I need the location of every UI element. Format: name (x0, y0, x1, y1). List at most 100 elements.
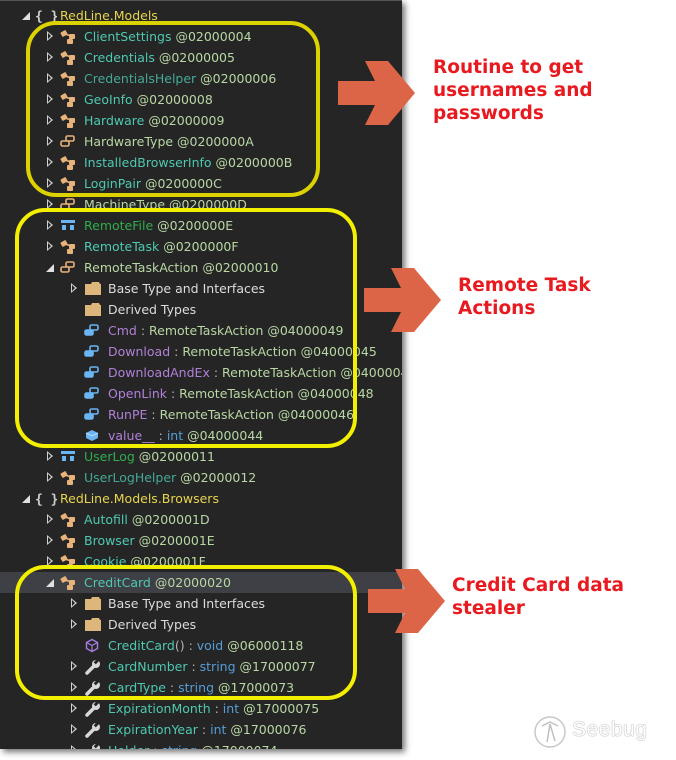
tree-node[interactable]: HardwareType @0200000A (0, 131, 402, 152)
expand-arrow-icon[interactable] (68, 278, 80, 299)
collapse-arrow-icon[interactable] (44, 257, 56, 278)
collapse-arrow-icon[interactable] (44, 572, 56, 593)
svg-text:{ }: { } (35, 10, 57, 24)
tree-node[interactable]: CredentialsHelper @02000006 (0, 68, 402, 89)
annotation-remote-task-text: Remote Task Actions (458, 274, 591, 320)
tree-node[interactable]: DownloadAndEx : RemoteTaskAction @040000… (0, 362, 402, 383)
struct-icon (60, 218, 76, 233)
expand-arrow-icon[interactable] (68, 740, 80, 749)
tree-node[interactable]: Credentials @02000005 (0, 47, 402, 68)
tree-node[interactable]: ExpirationYear : int @17000076 (0, 719, 402, 740)
expand-arrow-icon[interactable] (44, 194, 56, 215)
class-icon (60, 470, 76, 485)
tree-node[interactable]: UserLog @02000011 (0, 446, 402, 467)
tree-node[interactable]: CreditCard() : void @06000118 (0, 635, 402, 656)
enum-member-icon (84, 323, 100, 338)
expand-arrow-icon[interactable] (44, 236, 56, 257)
tree-node[interactable]: UserLogHelper @02000012 (0, 467, 402, 488)
expand-arrow-icon[interactable] (44, 47, 56, 68)
node-name: OpenLink (108, 386, 167, 401)
tree-node[interactable]: ExpirationMonth : int @17000075 (0, 698, 402, 719)
expand-arrow-icon[interactable] (68, 698, 80, 719)
tree-node[interactable]: Cookie @0200001F (0, 551, 402, 572)
expand-arrow-icon[interactable] (44, 110, 56, 131)
tree-node[interactable]: { }RedLine.Models (0, 5, 402, 26)
tree-node-label: LoginPair @0200000C (84, 173, 222, 194)
expand-arrow-icon[interactable] (44, 530, 56, 551)
tree-node[interactable]: Holder : string @17000074 (0, 740, 402, 749)
property-icon (84, 679, 100, 696)
node-name: InstalledBrowserInfo (84, 155, 212, 170)
arrow-icon (338, 61, 415, 125)
expand-arrow-icon[interactable] (68, 614, 80, 635)
enum-icon (60, 260, 76, 275)
tree-node-label: InstalledBrowserInfo @0200000B (84, 152, 292, 173)
expand-arrow-icon[interactable] (44, 173, 56, 194)
tree-node[interactable]: OpenLink : RemoteTaskAction @04000048 (0, 383, 402, 404)
collapse-arrow-icon[interactable] (20, 488, 32, 509)
tree-node[interactable]: Derived Types (0, 614, 402, 635)
enum-member-icon (84, 344, 100, 359)
node-name: MachineType (84, 197, 166, 212)
expand-arrow-icon[interactable] (44, 89, 56, 110)
tree-node[interactable]: GeoInfo @02000008 (0, 89, 402, 110)
tree-node[interactable]: Download : RemoteTaskAction @04000045 (0, 341, 402, 362)
expand-arrow-icon[interactable] (44, 68, 56, 89)
tree-node[interactable]: CardType : string @17000073 (0, 677, 402, 698)
tree-node-label: Holder : string @17000074 (108, 740, 277, 749)
node-name: Autofill (84, 512, 128, 527)
node-name: Base Type and Interfaces (108, 596, 266, 611)
tree-node[interactable]: Base Type and Interfaces (0, 593, 402, 614)
collapse-arrow-icon[interactable] (20, 5, 32, 26)
node-name: CardType (108, 680, 166, 695)
tree-node[interactable]: Autofill @0200001D (0, 509, 402, 530)
expand-arrow-icon[interactable] (44, 131, 56, 152)
expand-arrow-icon[interactable] (44, 551, 56, 572)
tree-node[interactable]: RemoteTaskAction @02000010 (0, 257, 402, 278)
tree-node-label: Browser @0200001E (84, 530, 215, 551)
tree-node[interactable]: MachineType @0200000D (0, 194, 402, 215)
tree-node[interactable]: value__ : int @04000044 (0, 425, 402, 446)
tree-node[interactable]: RemoteTask @0200000F (0, 236, 402, 257)
expand-arrow-icon[interactable] (44, 26, 56, 47)
class-icon (60, 92, 76, 107)
node-detail: @17000077 (235, 659, 316, 674)
tree-node[interactable]: { }RedLine.Models.Browsers (0, 488, 402, 509)
expand-arrow-icon[interactable] (68, 656, 80, 677)
node-detail: @04000045 (296, 344, 377, 359)
tree-node[interactable]: Derived Types (0, 299, 402, 320)
folder-icon (84, 281, 101, 296)
expand-arrow-icon[interactable] (68, 719, 80, 740)
expand-arrow-icon[interactable] (44, 446, 56, 467)
expand-arrow-icon[interactable] (44, 152, 56, 173)
node-name: LoginPair (84, 176, 141, 191)
tree-node[interactable]: Hardware @02000009 (0, 110, 402, 131)
expand-arrow-icon[interactable] (68, 593, 80, 614)
tree-node[interactable]: RemoteFile @0200000E (0, 215, 402, 236)
tree-node[interactable]: CardNumber : string @17000077 (0, 656, 402, 677)
expand-arrow-icon[interactable] (44, 467, 56, 488)
node-detail: : (165, 680, 179, 695)
expand-arrow-icon[interactable] (44, 509, 56, 530)
annotation-line: Credit Card data (452, 575, 625, 596)
tree-node[interactable]: CreditCard @02000020 (0, 572, 402, 593)
expand-arrow-icon[interactable] (44, 215, 56, 236)
tree-node-label: value__ : int @04000044 (108, 425, 263, 446)
tree-node[interactable]: Browser @0200001E (0, 530, 402, 551)
node-detail: @04000044 (183, 428, 264, 443)
tree-node-label: ClientSettings @02000004 (84, 26, 252, 47)
node-detail: @17000074 (197, 743, 277, 749)
node-detail: @04000046 (273, 407, 355, 422)
tree-node[interactable]: RunPE : RemoteTaskAction @04000046 (0, 404, 402, 425)
tree-node[interactable]: Base Type and Interfaces (0, 278, 402, 299)
tree-node[interactable]: LoginPair @0200000C (0, 173, 402, 194)
node-detail: @02000005 (154, 50, 235, 65)
expand-arrow-icon[interactable] (68, 677, 80, 698)
namespace-icon: { } (35, 8, 58, 25)
tree-node[interactable]: Cmd : RemoteTaskAction @04000049 (0, 320, 402, 341)
tree-node[interactable]: InstalledBrowserInfo @0200000B (0, 152, 402, 173)
enum-icon (60, 197, 76, 212)
tree-node[interactable]: ClientSettings @02000004 (0, 26, 402, 47)
annotation-credit-card-text: Credit Card data stealer (452, 574, 624, 620)
